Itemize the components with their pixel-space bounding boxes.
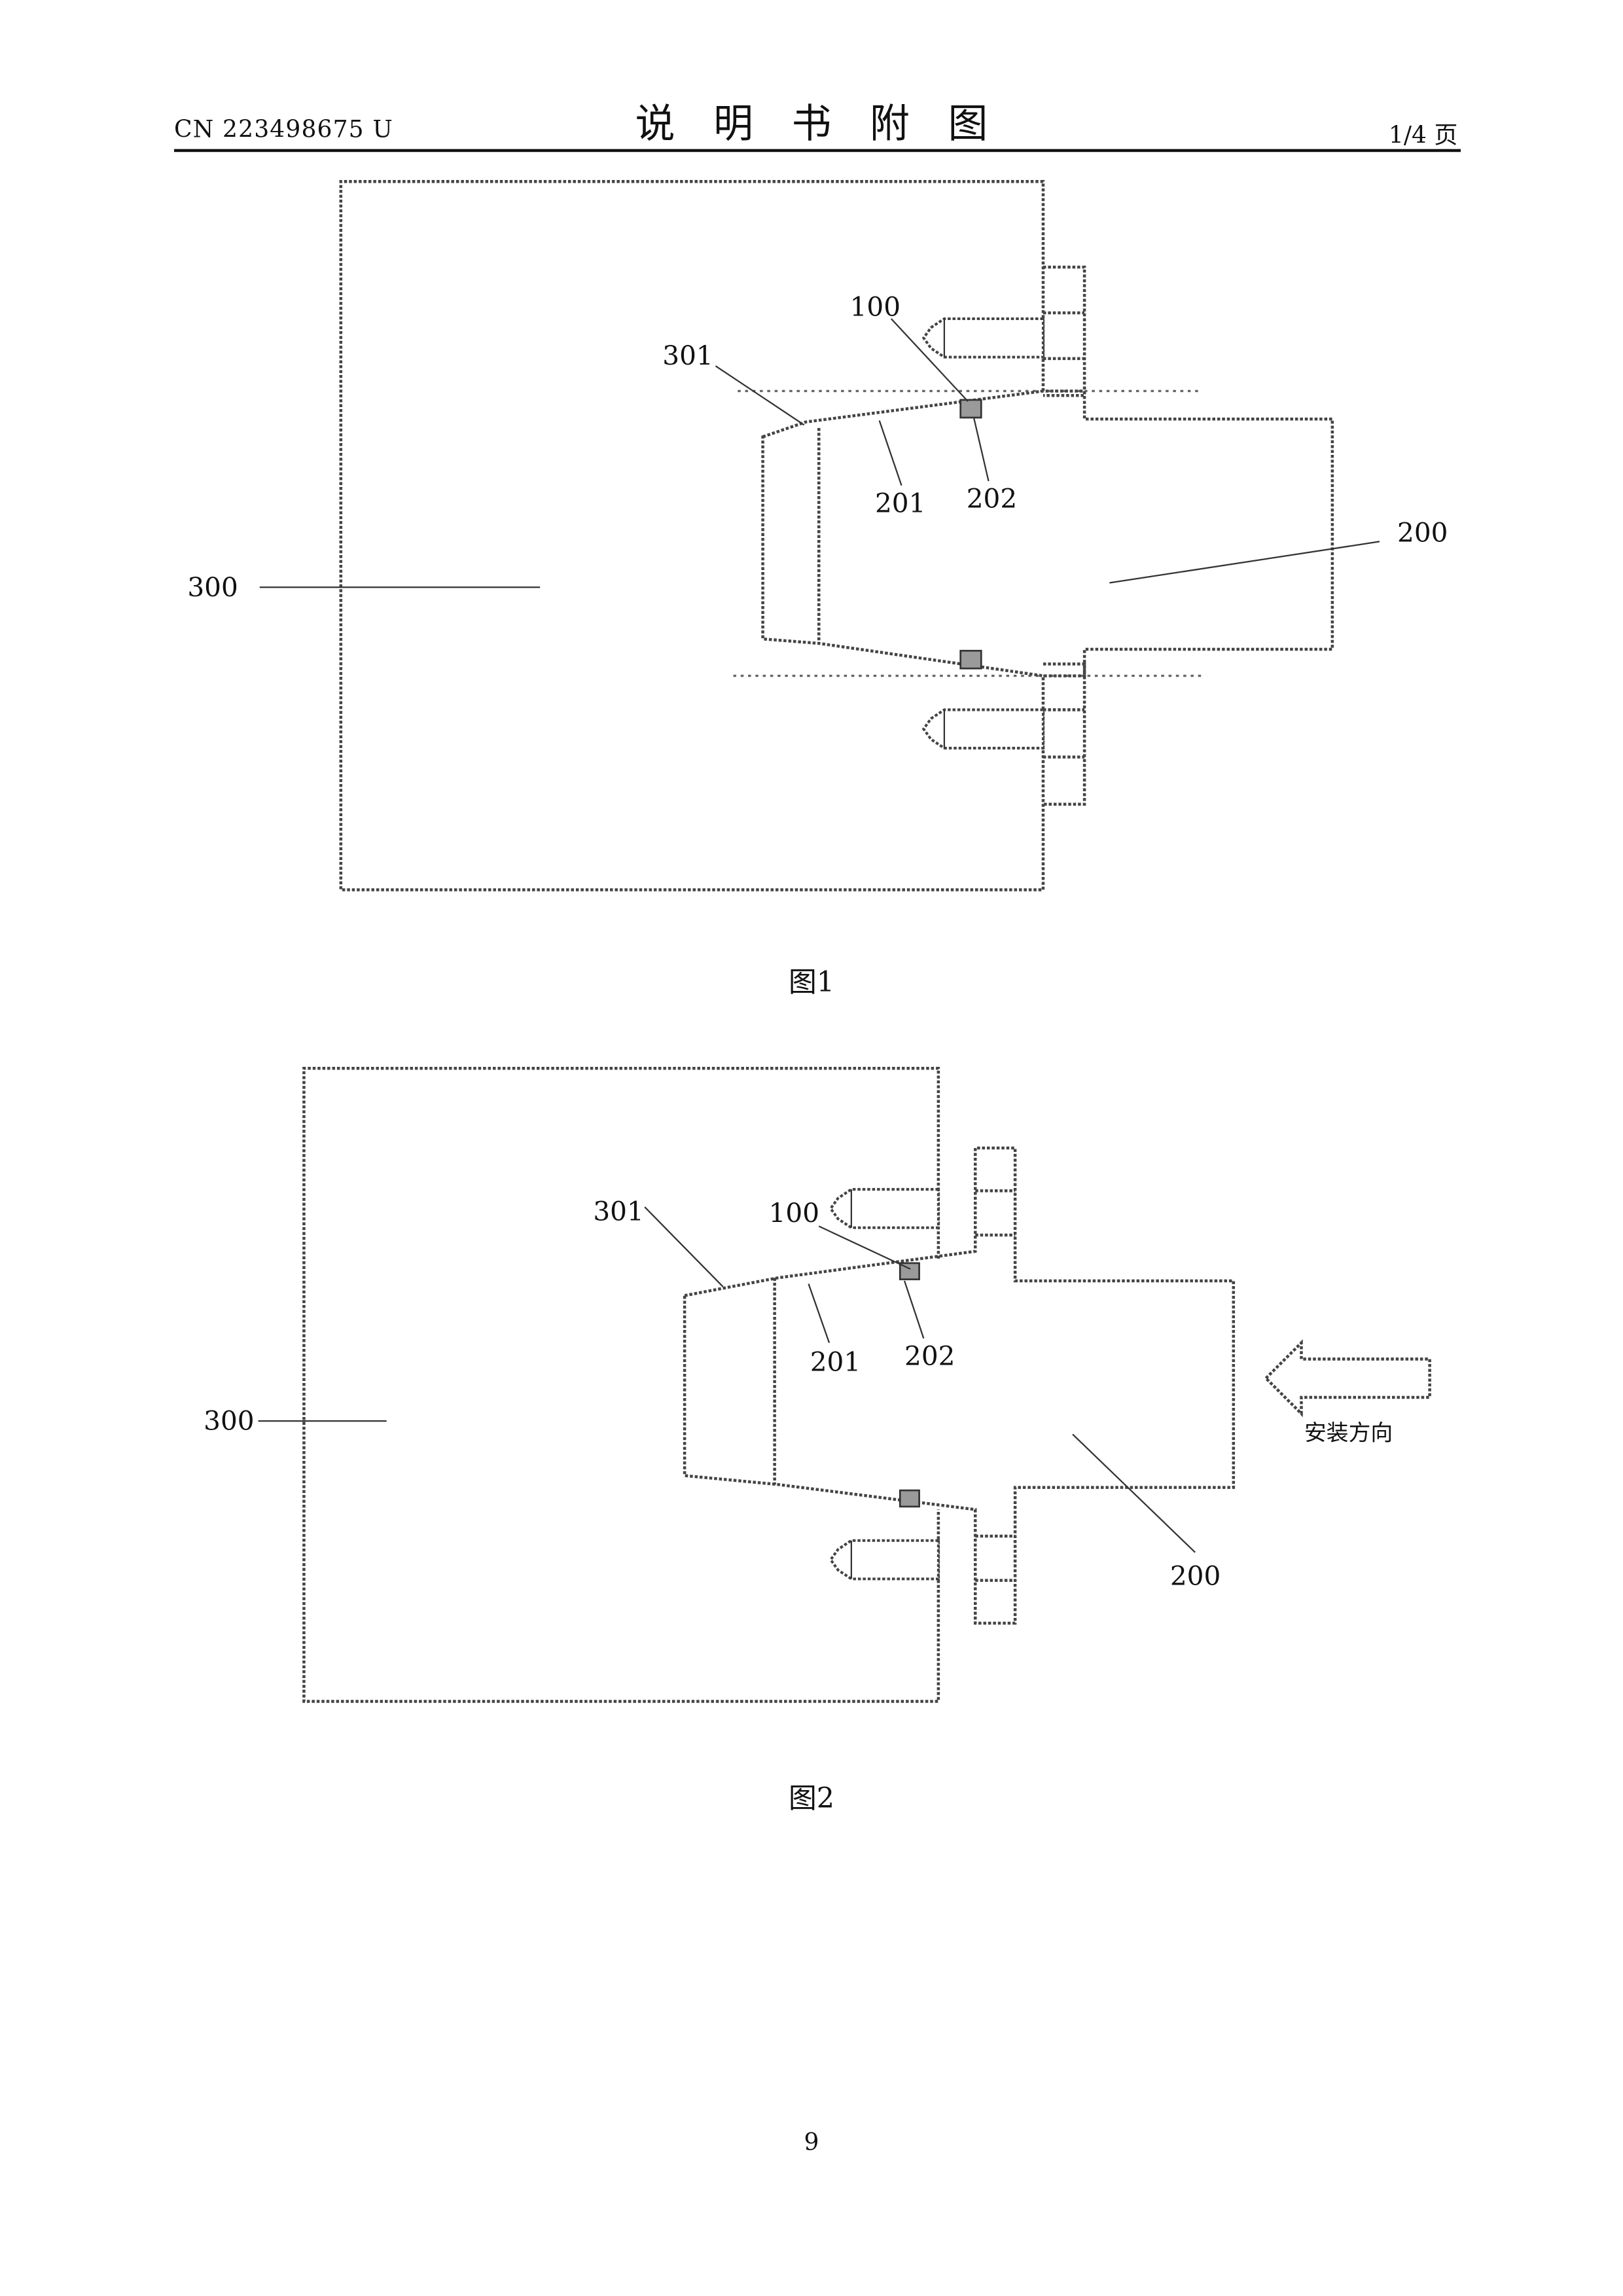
label-201: 201 — [875, 487, 925, 518]
lower-flange-plate — [1043, 664, 1084, 804]
housing-300-outline — [304, 1068, 938, 1701]
page-title: 说明书附图 — [0, 92, 1623, 149]
seal-ring-lower — [961, 651, 982, 668]
figure-2-drawing: 300 301 100 201 202 200 安装方向 — [0, 1033, 1623, 1741]
figure-2-caption: 图2 — [0, 1776, 1623, 1816]
installation-direction-arrow — [1266, 1343, 1429, 1414]
figure-1-drawing: 300 301 100 201 202 200 — [0, 147, 1623, 974]
label-202: 202 — [967, 483, 1017, 514]
label-300: 300 — [204, 1405, 254, 1437]
flange-segments — [975, 1191, 1015, 1580]
figure-1-caption: 图1 — [0, 961, 1623, 1001]
label-300: 300 — [187, 571, 238, 603]
page-indicator: 1/4 页 — [1389, 115, 1458, 151]
housing-300-outline — [341, 181, 1043, 889]
connector-body-200 — [685, 1148, 1234, 1623]
seal-ring-lower — [900, 1490, 919, 1507]
label-202: 202 — [904, 1340, 955, 1371]
lower-bolt — [923, 709, 1043, 748]
label-301: 301 — [593, 1196, 643, 1227]
upper-flange-plate — [1043, 267, 1084, 395]
page-number: 9 — [0, 2128, 1623, 2156]
label-200: 200 — [1397, 516, 1448, 548]
label-100: 100 — [850, 291, 901, 322]
seal-ring-upper — [961, 400, 982, 418]
upper-bolt — [923, 319, 1043, 357]
label-201: 201 — [810, 1346, 861, 1377]
label-301: 301 — [662, 340, 713, 371]
connector-body-200 — [763, 391, 1332, 675]
label-100: 100 — [769, 1197, 819, 1229]
upper-bolt — [830, 1189, 938, 1228]
label-200: 200 — [1170, 1560, 1221, 1591]
lower-bolt — [830, 1541, 938, 1579]
installation-direction-label: 安装方向 — [1304, 1420, 1393, 1445]
